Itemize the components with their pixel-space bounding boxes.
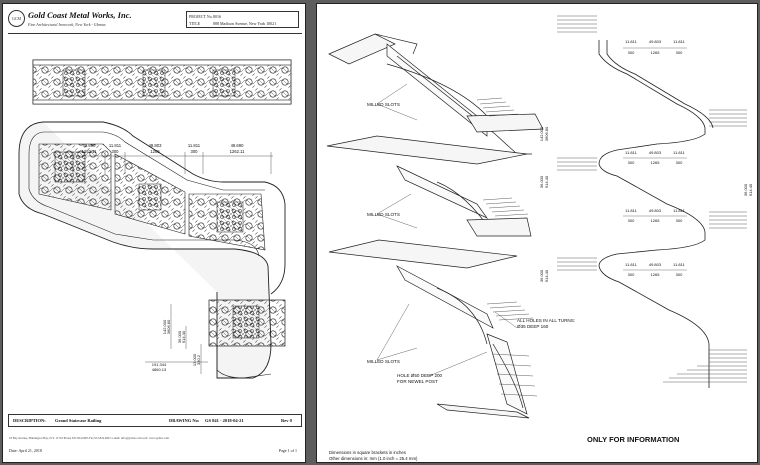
dim-label: 914.40: [544, 175, 549, 188]
dim-label: 11.811: [625, 39, 637, 44]
dim-label: 914.40: [544, 269, 549, 282]
dim-label: 49.690: [83, 143, 96, 148]
only-for-information-label: ONLY FOR INFORMATION: [587, 435, 680, 444]
staircase-isometric-drawing: MILLED SLOTS MILLED SLOTS MILLED SLOTS A…: [326, 15, 753, 419]
holes-note: ALL HOLES IN ALL TURNS:: [517, 318, 575, 323]
page-number: Page 1 of 1: [278, 448, 297, 453]
dimensions-note-line-1: Dimensions in square brackets in inches: [329, 450, 406, 455]
dim-label: 49.803: [649, 208, 662, 213]
dim-label: 11.811: [109, 143, 122, 148]
dim-label: 914.40: [181, 330, 186, 343]
dim-label: 300: [628, 160, 635, 165]
dim-label: 11.811: [625, 208, 637, 213]
company-address: 18 Bay Avenue, Huntington Bay, N.Y. 1174…: [9, 436, 169, 440]
dim-label: 1265: [651, 272, 661, 277]
dim-label: 300: [676, 218, 683, 223]
description-value: Grand Staircase Railing: [55, 418, 102, 423]
dim-label: 3606.80: [166, 319, 171, 334]
dim-label: 4860.13: [152, 367, 167, 372]
dim-label: 300: [676, 160, 683, 165]
dim-label: 142.000: [539, 126, 544, 141]
footer-date: Date: April 21, 2018: [9, 448, 42, 453]
dimensions-note-line-2: Other dimensions in: mm (1.0 inch = 25.4…: [329, 456, 418, 461]
right-drawing-sheet: MILLED SLOTS MILLED SLOTS MILLED SLOTS A…: [316, 3, 758, 463]
drawing-number-label: DRAWING No:: [169, 418, 200, 423]
dim-label: 11.811: [673, 262, 685, 267]
description-label: DESCRIPTION:: [13, 418, 46, 423]
dim-label: 1265: [651, 218, 661, 223]
dim-label: 1265: [651, 50, 661, 55]
project-number: 8016: [213, 14, 221, 19]
milled-slots-label: MILLED SLOTS: [367, 212, 400, 217]
project-number-row: PROJECT No. 8016: [189, 14, 221, 19]
dim-label: 1262.11: [82, 149, 97, 154]
dim-label: 11.811: [188, 143, 201, 148]
newel-note-detail: FOR NEWEL POST: [397, 379, 438, 384]
company-name: Gold Coast Metal Works, Inc.: [28, 10, 132, 20]
project-number-label: PROJECT No.: [189, 14, 213, 19]
revision: Rev 0: [281, 418, 292, 423]
dim-label: 11.811: [673, 208, 685, 213]
date-value: April 21, 2018: [18, 448, 42, 453]
dim-label: 36.000: [539, 269, 544, 282]
dim-label: 49.803: [649, 262, 662, 267]
dim-label: 36.000: [539, 175, 544, 188]
dim-label: 11.811: [673, 150, 685, 155]
dim-label: 11.811: [625, 262, 637, 267]
company-logo: GCM: [8, 10, 25, 27]
dim-label: 49.803: [149, 143, 162, 148]
dim-label: 49.803: [649, 150, 662, 155]
project-info-box: PROJECT No. 8016 TITLE 888 Madison Avenu…: [186, 11, 299, 28]
dim-label: 330.2: [196, 354, 201, 365]
dim-label: 1265: [150, 149, 160, 154]
dim-label: 300: [628, 50, 635, 55]
holes-note-detail: Ø35 DEEP 160: [517, 324, 549, 329]
description-bar: DESCRIPTION: Grand Staircase Railing DRA…: [8, 414, 302, 427]
dimensions-note: Dimensions in square brackets in inches …: [329, 450, 417, 462]
project-title-row: TITLE 888 Madison Avenue, New York 10021: [189, 21, 276, 26]
newel-note: HOLE Ø50 DEEP 200: [397, 373, 443, 378]
dim-label: 11.811: [673, 39, 685, 44]
header-divider: [8, 33, 302, 34]
dim-label: 191.344: [152, 362, 167, 367]
railing-elevation-drawing: 49.690 1262.11 11.811 300 49.803 1265 11…: [18, 59, 292, 379]
dim-label: 49.690: [231, 143, 244, 148]
dim-label: 300: [676, 50, 683, 55]
date-label: Date:: [9, 448, 18, 453]
milled-slots-label: MILLED SLOTS: [367, 102, 400, 107]
dim-label: 1262.11: [230, 149, 245, 154]
dim-label: 914.40: [748, 183, 753, 196]
left-drawing-sheet: GCM Gold Coast Metal Works, Inc. Fine Ar…: [2, 3, 306, 463]
dim-label: 49.803: [649, 39, 662, 44]
dim-label: 11.811: [625, 150, 637, 155]
dim-label: 36.000: [177, 330, 182, 343]
dim-label: 13.000: [192, 353, 197, 366]
dim-label: 36.000: [743, 183, 748, 196]
company-tagline: Fine Architectural Ironwork, New York - …: [28, 22, 107, 27]
dim-label: 300: [191, 149, 199, 154]
project-title-label: TITLE: [189, 21, 201, 26]
dim-label: 300: [112, 149, 120, 154]
dim-label: 142.000: [162, 319, 167, 334]
project-title: 888 Madison Avenue, New York 10021: [213, 21, 277, 26]
dim-label: 300: [628, 272, 635, 277]
dim-label: 300: [628, 218, 635, 223]
dim-label: 3606.80: [544, 126, 549, 141]
milled-slots-label: MILLED SLOTS: [367, 359, 400, 364]
dim-label: 1265: [651, 160, 661, 165]
drawing-number: GS 841 - 2018-04-21: [205, 418, 244, 423]
dim-label: 300: [676, 272, 683, 277]
